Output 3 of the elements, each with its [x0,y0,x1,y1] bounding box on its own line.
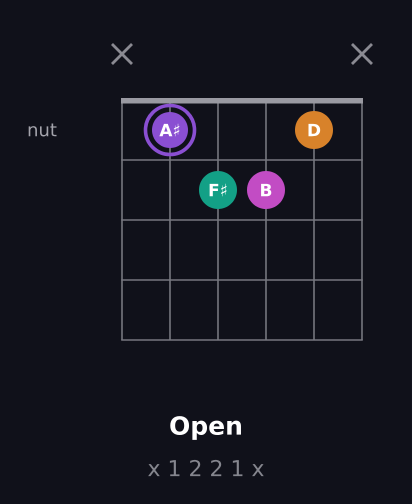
label-text: Open [170,416,241,440]
label-text: x 1 2 2 1 x [148,460,264,476]
label-text: nut [28,124,57,136]
